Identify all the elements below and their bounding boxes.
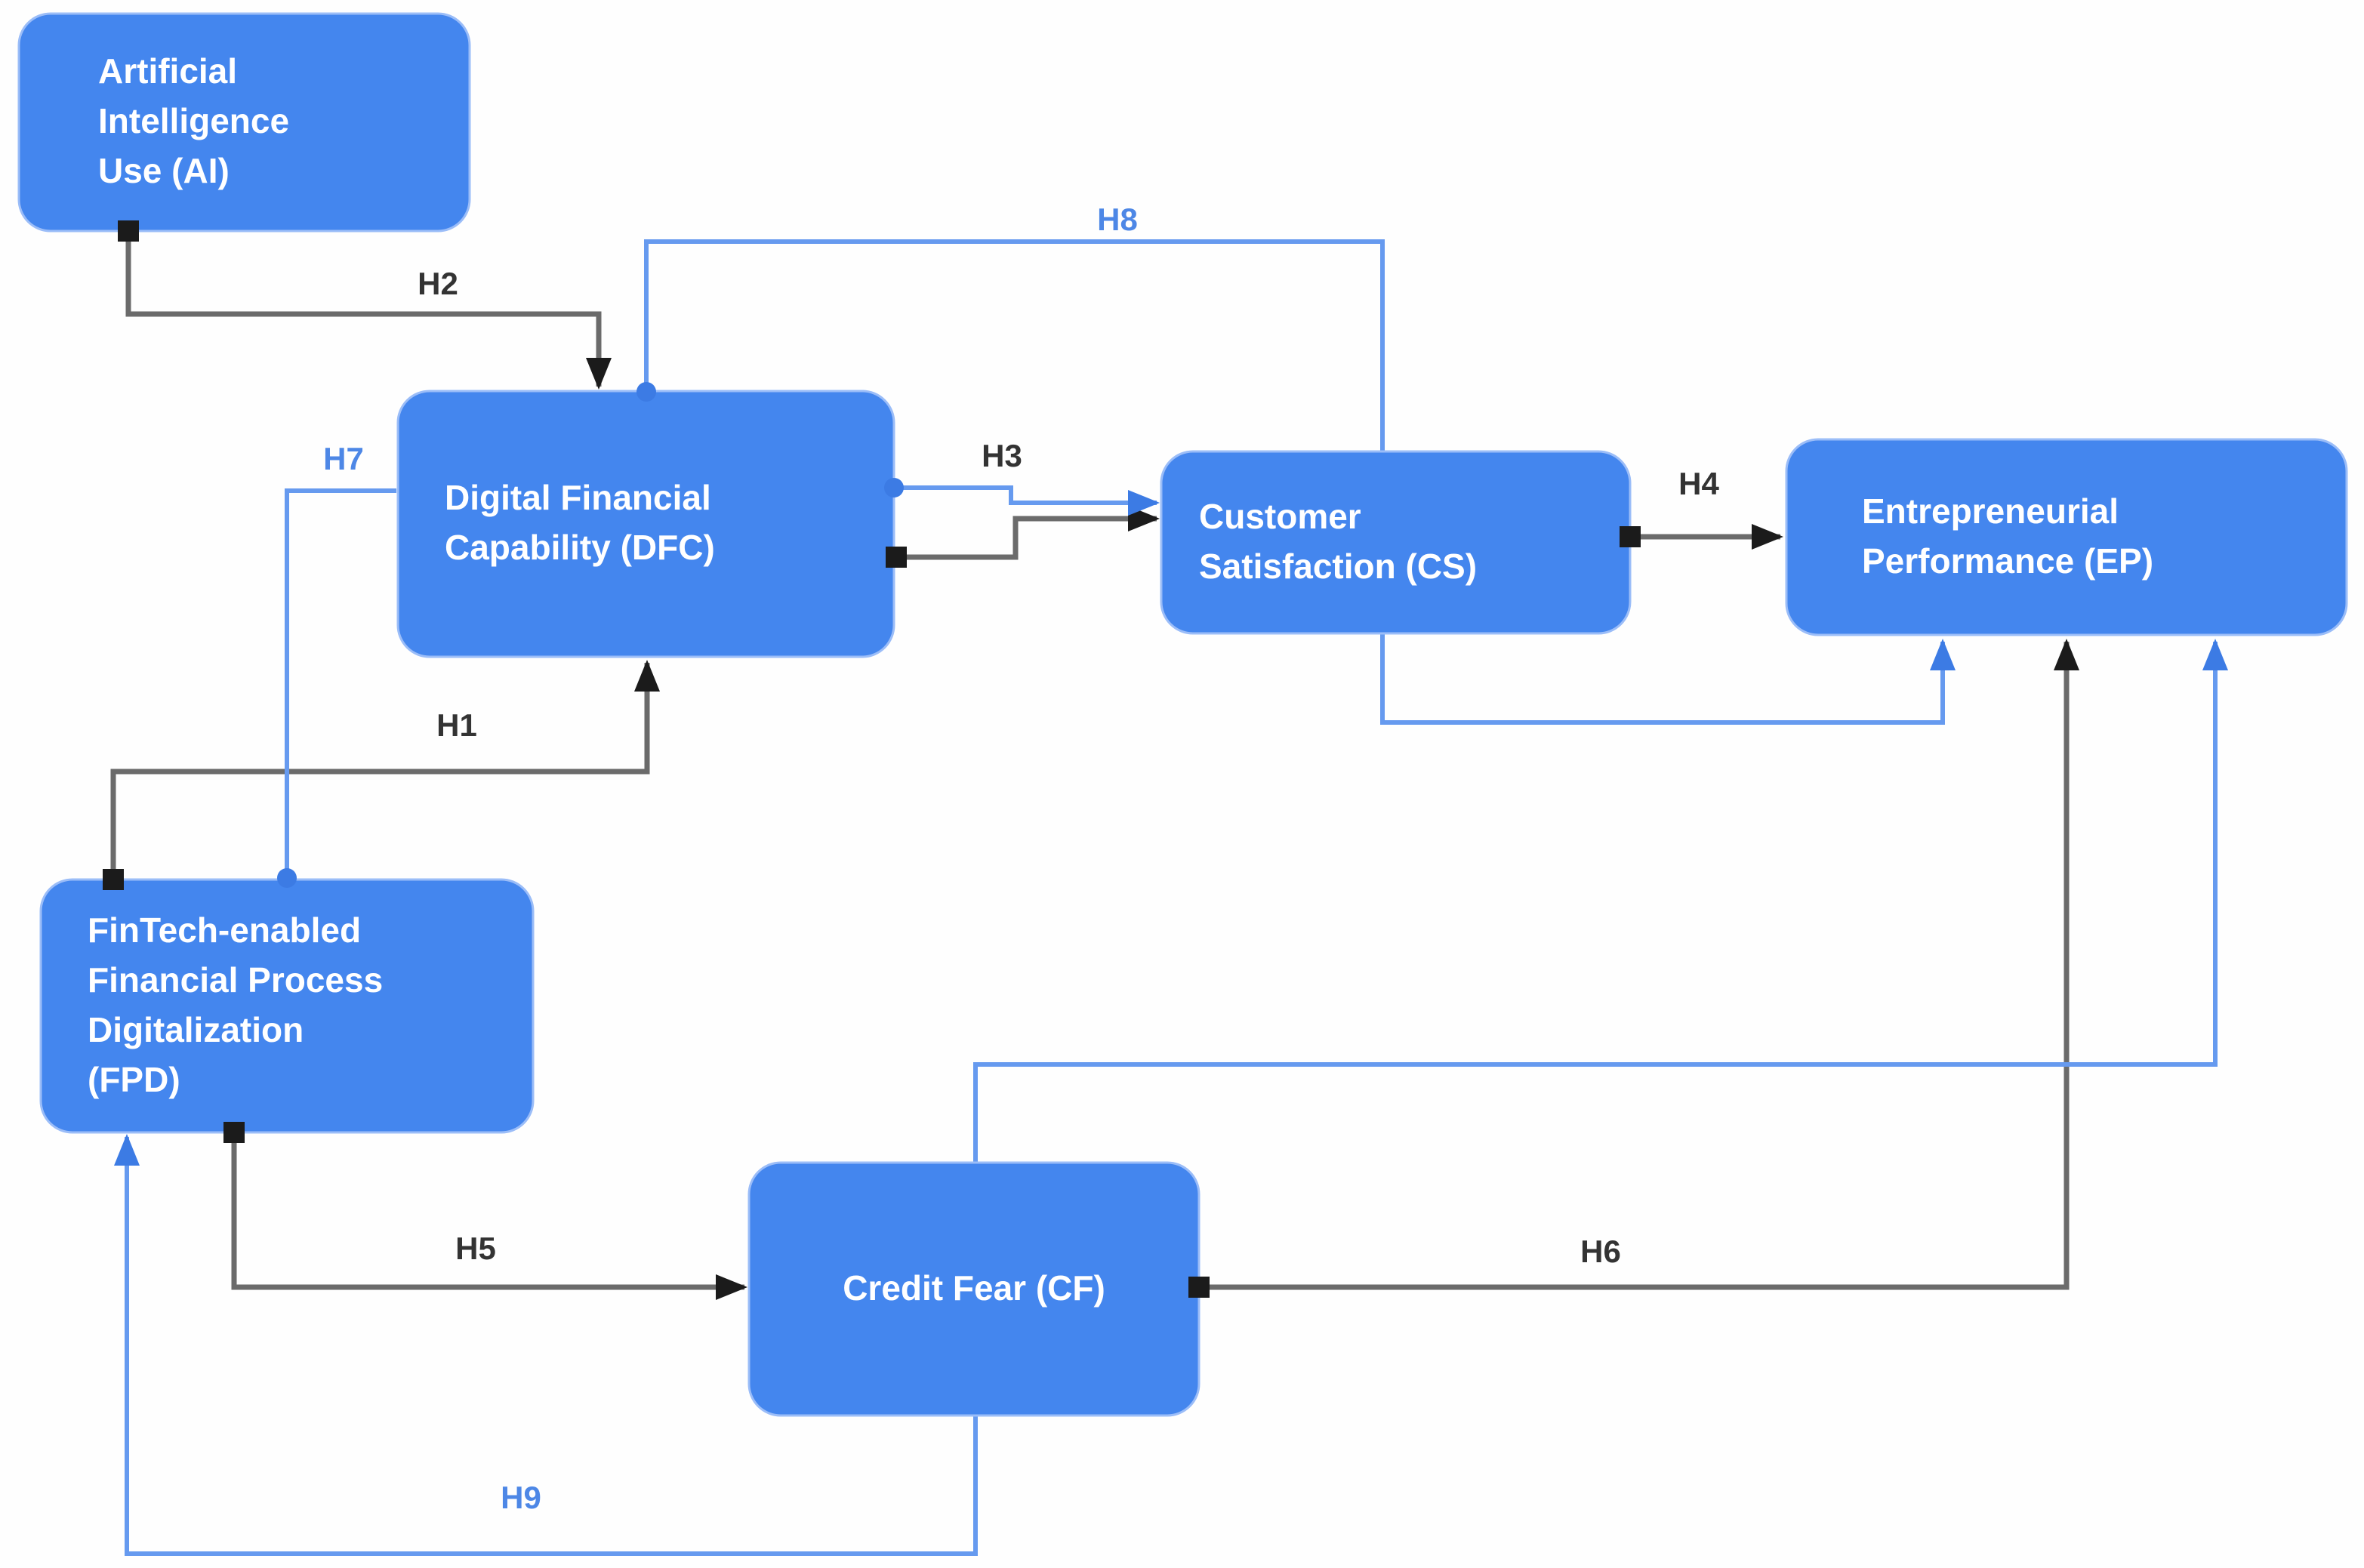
edge-h4-label: H4 (1678, 466, 1719, 501)
node-cs-label-line-1: Satisfaction (CS) (1199, 547, 1477, 586)
edge-h3_black-line (896, 516, 1157, 560)
node-dfc-label-line-0: Digital Financial (445, 478, 711, 517)
edge-h1-line (110, 663, 650, 879)
edge-h3_black-source-connector (886, 547, 907, 568)
edge-h3_blue-arrowhead-0 (1128, 490, 1160, 516)
edge-h5-arrowhead-0 (716, 1274, 747, 1300)
edge-h3_blue-connector-nub-0 (884, 478, 904, 498)
edge-h6-source-connector (1188, 1277, 1210, 1298)
edge-h2-label: H2 (418, 266, 458, 301)
edge-h8-connector-nub-0 (636, 382, 656, 402)
edge-h5-line (231, 1132, 744, 1290)
node-ai-label-line-2: Use (AI) (98, 151, 230, 190)
edge-h8-label: H8 (1097, 202, 1138, 237)
node-cs-label-line-0: Customer (1199, 497, 1361, 536)
node-ai-label-line-0: Artificial (98, 51, 237, 91)
edge-h5-label: H5 (455, 1231, 496, 1266)
node-cf: Credit Fear (CF) (747, 1161, 1200, 1417)
edge-h2-arrowhead-0 (586, 358, 612, 390)
edge-h2-source-connector (118, 220, 139, 242)
edge-h3_black-label: H3 (982, 438, 1022, 473)
edge-h1-label: H1 (436, 707, 477, 743)
edge-h1-source-connector (103, 869, 124, 890)
edge-h7-connector-nub-0 (277, 868, 297, 888)
node-dfc-box (396, 390, 895, 658)
node-ep-label-line-1: Performance (EP) (1862, 541, 2153, 581)
edge-h7-label: H7 (323, 441, 364, 476)
edge-h8-arrowhead-0 (1930, 639, 1956, 670)
edge-h1-arrowhead-0 (634, 660, 660, 692)
node-fpd-label-line-1: Financial Process (88, 960, 383, 1000)
node-ep-box (1785, 438, 2348, 636)
edge-h9-label: H9 (501, 1480, 541, 1515)
node-ai-label-line-1: Intelligence (98, 101, 289, 140)
edge-h7-line (285, 488, 396, 879)
edge-h9-arrowhead-0 (114, 1134, 140, 1166)
node-cs-box (1160, 450, 1632, 635)
node-ep-label-line-0: Entrepreneurial (1862, 491, 2119, 531)
node-dfc-label-line-1: Capability (DFC) (445, 528, 715, 567)
node-fpd-label-line-2: Digitalization (88, 1010, 304, 1049)
edge-h3_blue-line (894, 485, 1157, 505)
node-fpd-label-line-3: (FPD) (88, 1060, 180, 1099)
node-fpd-label-line-0: FinTech-enabled (88, 910, 361, 950)
edge-h5-source-connector (223, 1122, 245, 1143)
node-cf-label-line-0: Credit Fear (CF) (843, 1268, 1105, 1308)
edge-h6-label: H6 (1580, 1234, 1621, 1269)
edge-h4-source-connector (1620, 526, 1641, 547)
edge-h4-arrowhead-0 (1752, 524, 1783, 550)
edge-h6-arrowhead-0 (2054, 639, 2079, 670)
edge-h9-arrowhead-1 (2202, 639, 2228, 670)
node-ai-box (17, 12, 471, 233)
edge-h2-line (125, 231, 602, 387)
edge-h6-line (1199, 642, 2070, 1290)
